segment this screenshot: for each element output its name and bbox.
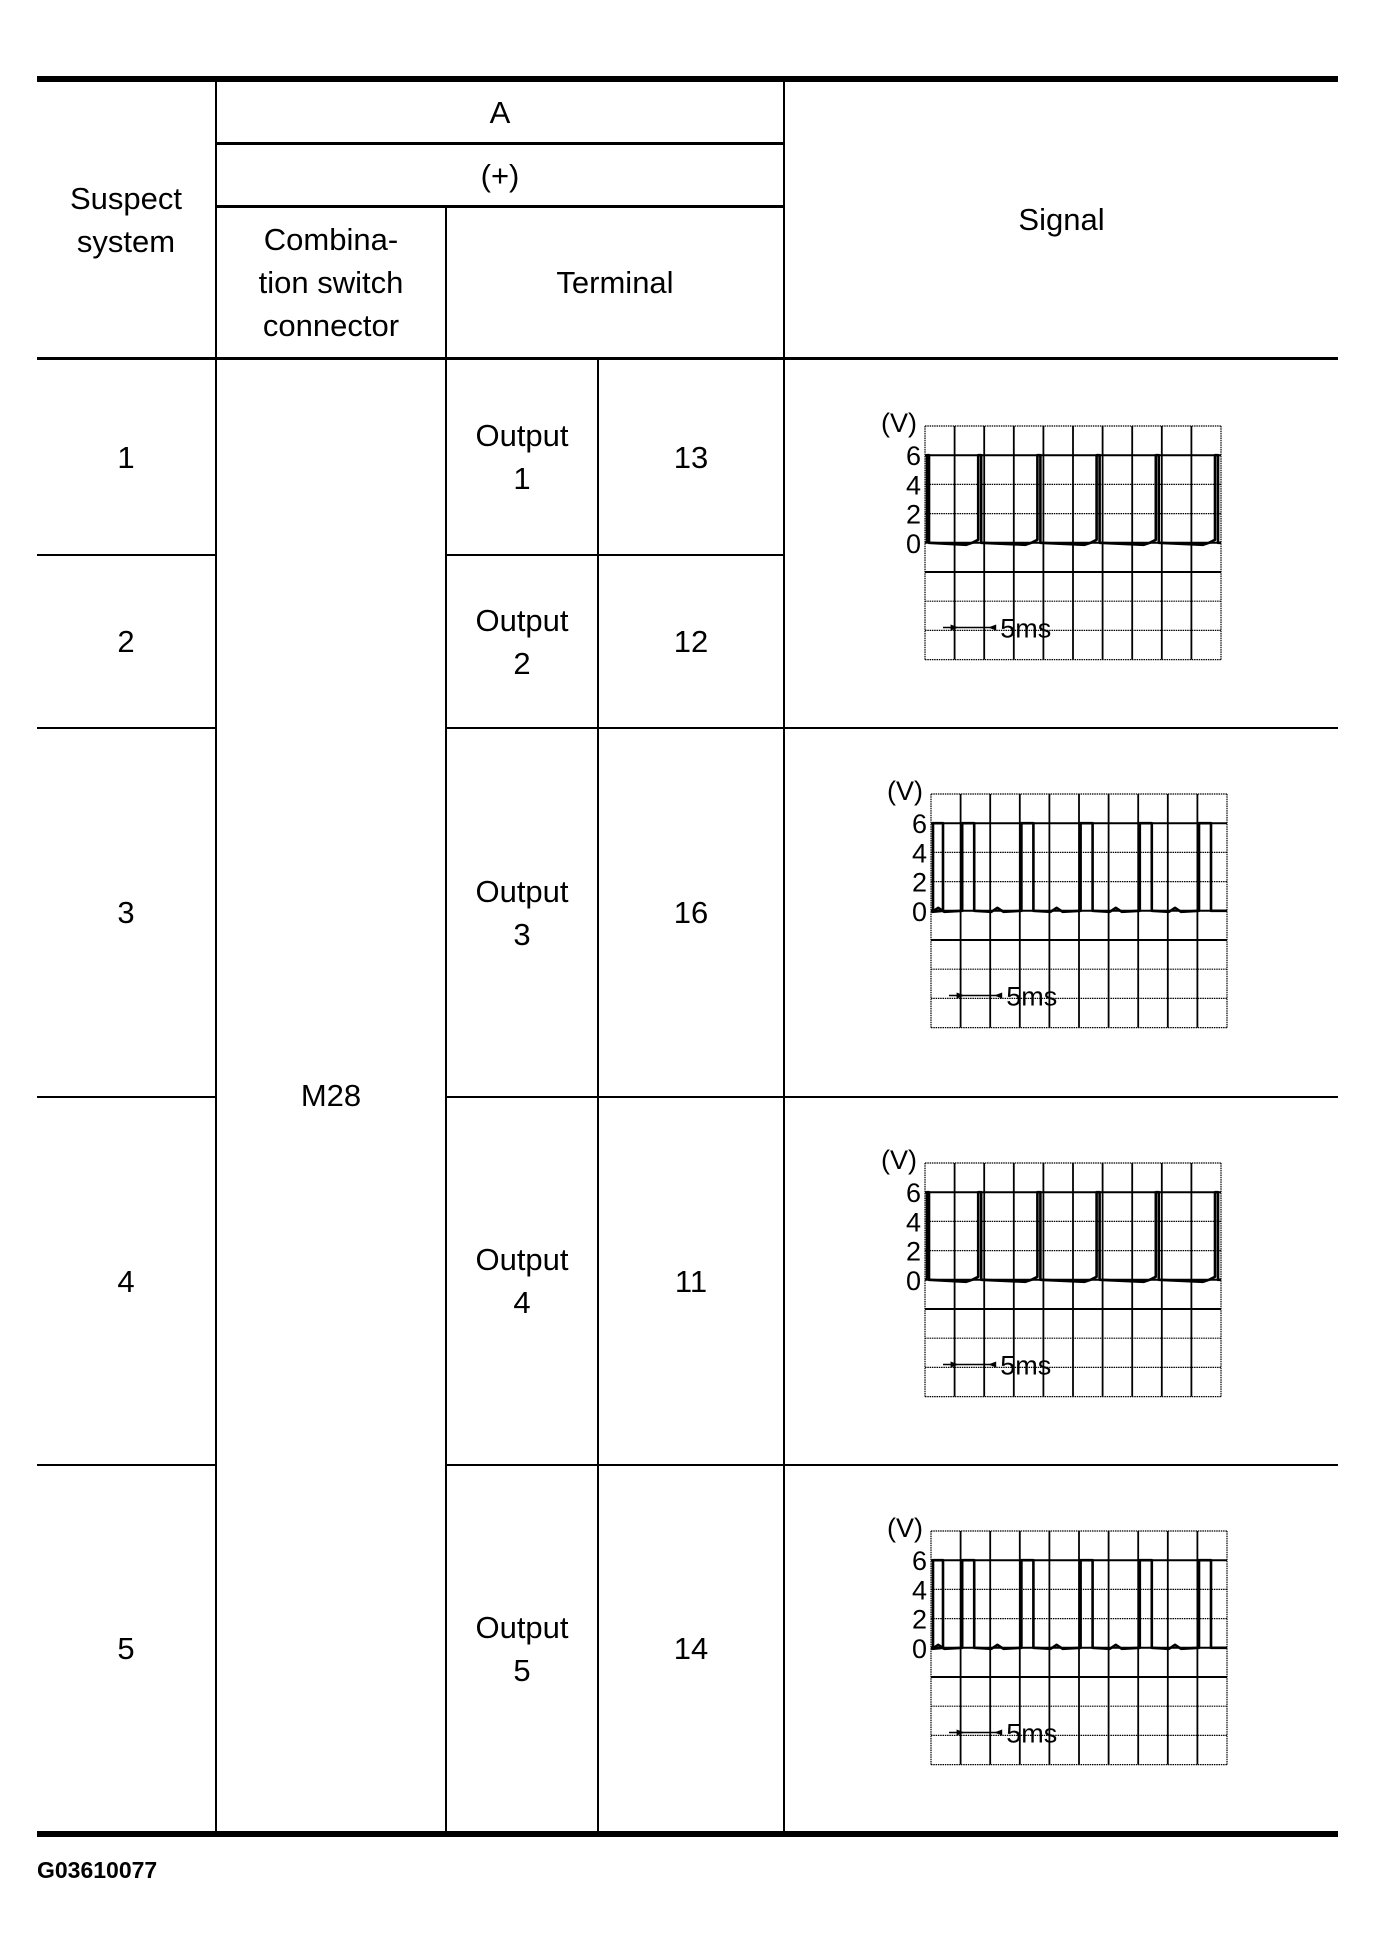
connector-cell: M28 bbox=[300, 1078, 362, 1113]
terminal-cell: 13 bbox=[673, 439, 709, 475]
suspect-system-cell: 2 bbox=[117, 624, 135, 659]
row-divider bbox=[446, 1096, 1338, 1098]
svg-text:4: 4 bbox=[912, 838, 927, 868]
row-divider bbox=[37, 727, 216, 729]
output-cell: Output 3 bbox=[475, 873, 569, 952]
svg-text:(V): (V) bbox=[887, 776, 923, 806]
svg-text:4: 4 bbox=[906, 1207, 921, 1237]
header-suspect-system: Suspect system bbox=[69, 180, 182, 259]
row-divider bbox=[37, 554, 216, 556]
divider bbox=[216, 142, 784, 145]
terminal-cell: 16 bbox=[673, 895, 709, 930]
header-bottom-rule bbox=[37, 357, 1338, 360]
suspect-system-cell: 4 bbox=[117, 1263, 135, 1299]
table-bottom-rule bbox=[37, 1831, 1338, 1837]
column-divider bbox=[445, 206, 447, 1833]
divider bbox=[216, 205, 784, 208]
row-divider bbox=[446, 727, 1338, 729]
header-terminal: Terminal bbox=[556, 265, 674, 300]
svg-text:(V): (V) bbox=[881, 1145, 917, 1175]
table-top-rule bbox=[37, 76, 1338, 82]
svg-text:6: 6 bbox=[906, 441, 921, 471]
svg-text:4: 4 bbox=[912, 1575, 927, 1605]
svg-text:0: 0 bbox=[912, 897, 927, 927]
column-divider bbox=[783, 80, 785, 1833]
output-cell: Output 4 bbox=[475, 1242, 569, 1320]
row-divider bbox=[446, 1464, 1338, 1466]
row-divider bbox=[446, 554, 784, 556]
output-cell: Output 5 bbox=[475, 1609, 569, 1688]
terminal-cell: 11 bbox=[674, 1263, 708, 1299]
output-cell: Output 1 bbox=[475, 418, 569, 496]
terminal-cell: 12 bbox=[673, 624, 709, 659]
svg-text:2: 2 bbox=[912, 1605, 927, 1635]
column-divider bbox=[215, 80, 217, 1833]
svg-text:4: 4 bbox=[906, 470, 921, 500]
output-cell: Output 2 bbox=[475, 602, 569, 681]
svg-text:2: 2 bbox=[912, 868, 927, 898]
svg-text:5ms: 5ms bbox=[1000, 613, 1051, 643]
svg-text:0: 0 bbox=[912, 1634, 927, 1664]
svg-text:6: 6 bbox=[912, 1546, 927, 1576]
svg-text:5ms: 5ms bbox=[1006, 1718, 1057, 1748]
terminal-cell: 14 bbox=[673, 1631, 709, 1666]
header-polarity: (+) bbox=[480, 157, 520, 193]
svg-text:6: 6 bbox=[906, 1178, 921, 1208]
suspect-system-cell: 1 bbox=[117, 439, 135, 475]
header-connector: Combina- tion switch connector bbox=[258, 222, 404, 343]
svg-text:6: 6 bbox=[912, 809, 927, 839]
row-divider bbox=[37, 1464, 216, 1466]
suspect-system-cell: 5 bbox=[117, 1631, 135, 1666]
figure-code: G03610077 bbox=[37, 1857, 158, 1883]
row-divider bbox=[37, 1096, 216, 1098]
column-divider bbox=[597, 359, 599, 1833]
svg-text:5ms: 5ms bbox=[1000, 1350, 1051, 1380]
suspect-system-cell: 3 bbox=[117, 895, 135, 930]
svg-text:0: 0 bbox=[906, 529, 921, 559]
svg-text:2: 2 bbox=[906, 1237, 921, 1267]
svg-text:5ms: 5ms bbox=[1006, 981, 1057, 1011]
svg-text:0: 0 bbox=[906, 1266, 921, 1296]
header-group-a: A bbox=[489, 94, 511, 130]
header-signal: Signal bbox=[1018, 202, 1105, 237]
svg-text:(V): (V) bbox=[881, 408, 917, 438]
svg-text:(V): (V) bbox=[887, 1513, 923, 1543]
svg-text:2: 2 bbox=[906, 500, 921, 530]
